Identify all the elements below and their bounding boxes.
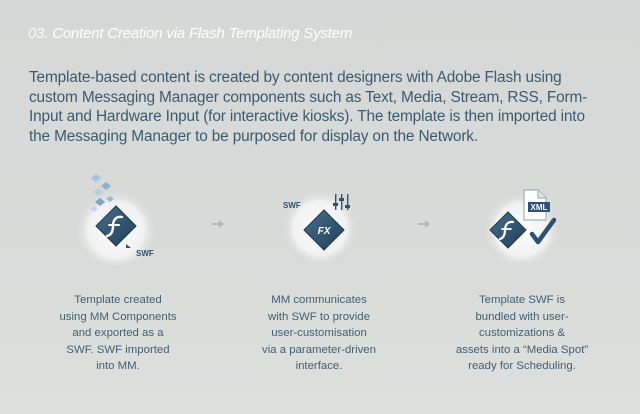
step-1-badge: SWF: [136, 249, 154, 258]
arrow-right-icon: [212, 220, 224, 228]
intro-paragraph: Template-based content is created by con…: [29, 69, 588, 145]
small-arrow-icon: [126, 244, 131, 248]
section-heading: Content Creation via Flash Templating Sy…: [52, 25, 353, 42]
xml-document-icon: XML: [523, 189, 550, 221]
step-2-fx-label: FX: [318, 226, 332, 237]
component-cubes-icon: [90, 174, 114, 212]
step-3-badge: XML: [531, 203, 548, 212]
fx-diamond-icon: FX: [303, 209, 345, 251]
section-title: 03. Content Creation via Flash Templatin…: [28, 25, 352, 42]
step-3-caption: Template SWF is bundled with user- custo…: [455, 294, 589, 373]
flash-diamond-icon: [95, 205, 137, 247]
step-3-xml-bundle-icon: XML: [484, 189, 560, 268]
section-number: 03.: [28, 25, 49, 42]
step-1-caption: Template created using MM Components and…: [59, 294, 177, 373]
parameter-sliders-icon: [333, 194, 350, 210]
step-2-flash-fx-icon: SWF FX: [282, 190, 358, 266]
checkmark-icon: [529, 217, 557, 245]
step-2-caption: MM communicates with SWF to provide user…: [262, 294, 376, 373]
flash-diamond-icon: [489, 211, 527, 249]
step-1-flash-template-icon: SWF: [76, 174, 156, 266]
step-2-badge: SWF: [283, 201, 301, 210]
arrow-right-icon: [418, 220, 430, 228]
